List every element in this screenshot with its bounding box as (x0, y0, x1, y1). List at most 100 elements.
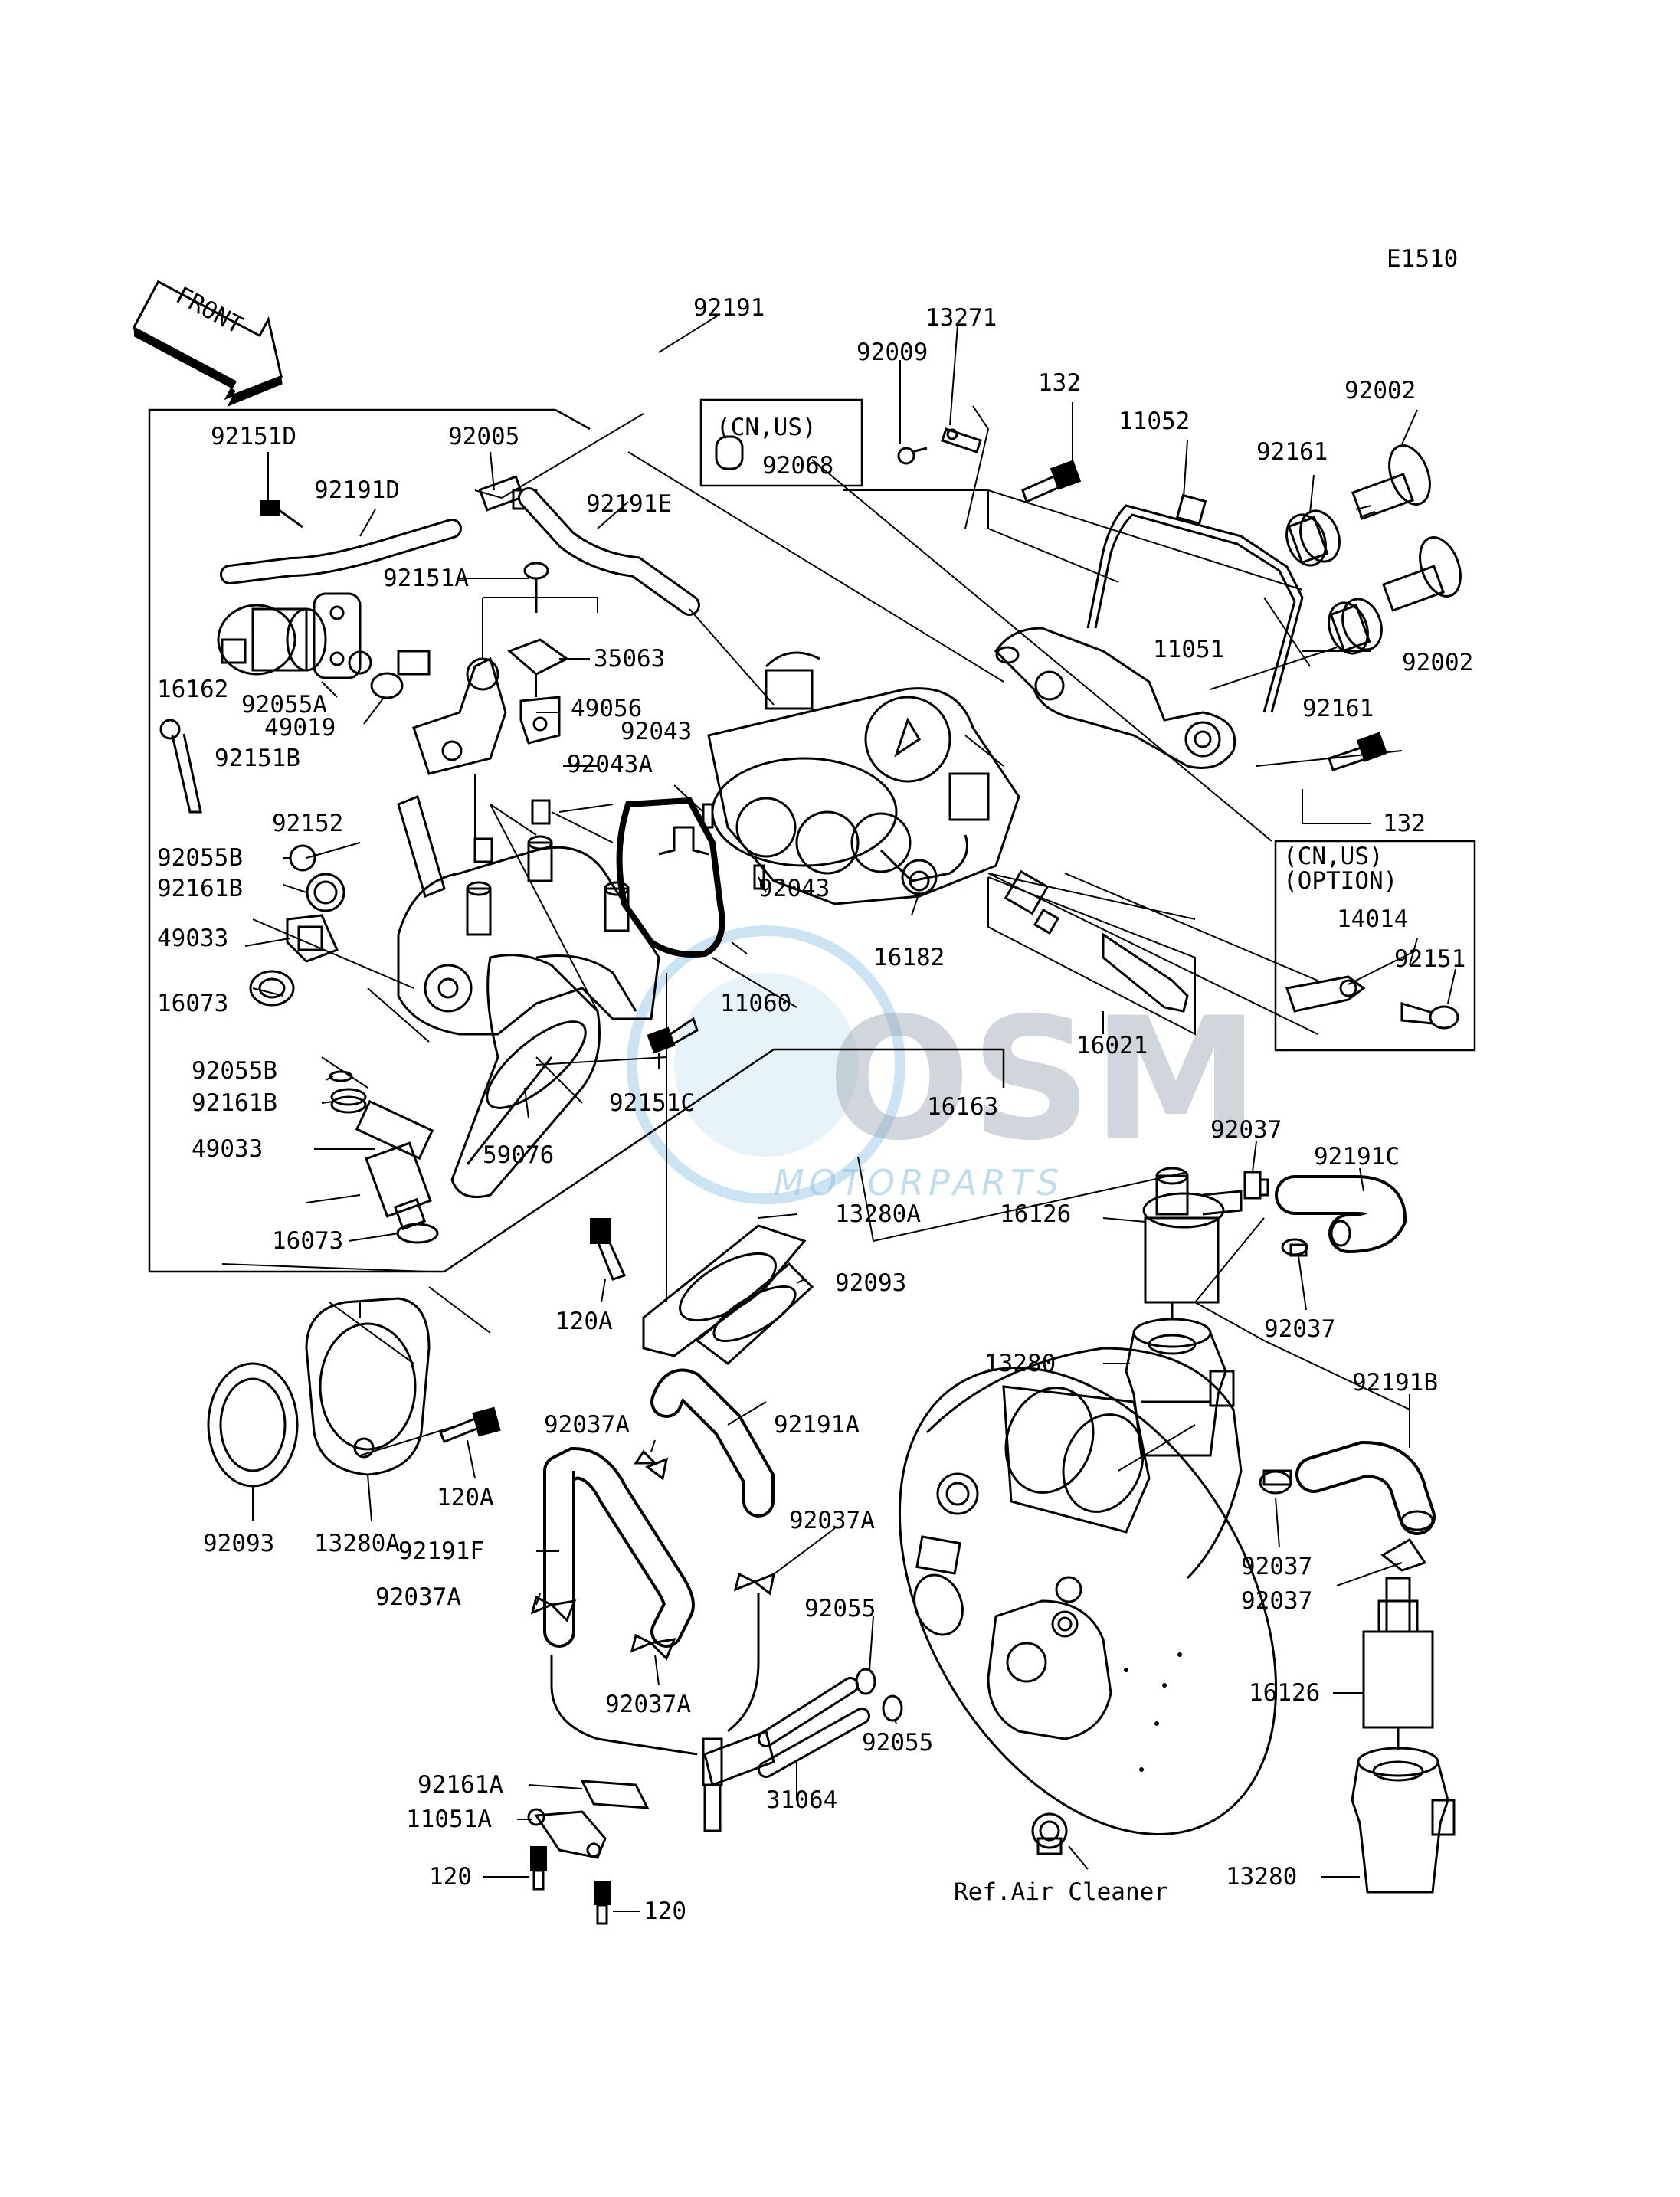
label-92055-a: 92055 (804, 1595, 876, 1622)
cap-49019 (370, 672, 404, 699)
label-92037-mid: 92037 (1264, 1315, 1335, 1343)
cap-92068 (715, 435, 744, 470)
collar-92161-top (1285, 509, 1341, 567)
screw-92151d (260, 500, 303, 529)
reference-label: Ref.Air Cleaner (954, 1878, 1168, 1906)
fuel-filter-16126-bottom (1362, 1577, 1434, 1750)
label-49019: 49019 (264, 714, 336, 742)
label-92151: 92151 (1394, 945, 1465, 973)
hose-92191d (220, 413, 644, 584)
bolt-120-a (530, 1846, 547, 1891)
note-option: (OPTION) (1283, 867, 1397, 895)
label-120a-left: 120A (437, 1484, 494, 1511)
flange-13280a-left (305, 1297, 460, 1476)
grommet-92161b-lower (330, 1088, 367, 1114)
gasket-92093-left (207, 1362, 299, 1488)
bracket-92161a (580, 1780, 650, 1809)
oring-92055-b (882, 1694, 903, 1722)
label-31064: 31064 (766, 1786, 837, 1814)
label-16162: 16162 (157, 676, 228, 703)
label-120-b: 120 (644, 1897, 686, 1925)
hose-92191a (650, 1368, 775, 1733)
label-92093-center: 92093 (835, 1269, 906, 1297)
clamp-92037a-1 (634, 1449, 669, 1481)
label-14014: 14014 (1337, 905, 1408, 933)
label-92009: 92009 (856, 339, 928, 366)
hose-92191c (1275, 1175, 1407, 1253)
fuel-joint (397, 650, 507, 775)
screw-92151b (159, 719, 202, 814)
label-92002-bottom: 92002 (1402, 649, 1473, 676)
oring-92055b-lower (329, 1070, 353, 1082)
flange-13280a-center (642, 1224, 807, 1357)
label-92037-lower: 92037 (1241, 1587, 1312, 1615)
holder-13280-top (1125, 1318, 1235, 1457)
hose-92191e (518, 487, 775, 706)
part-labels: 92191 13271 92009 (CN,US) 92068 132 1105… (157, 294, 1473, 1925)
seal-16073 (249, 970, 295, 1007)
hose-92191b (1295, 1440, 1436, 1535)
pipe-31064 (702, 1677, 870, 1832)
throttle-body (707, 651, 1020, 905)
oring-92055-a (855, 1668, 876, 1695)
hose-92191 (636, 291, 770, 421)
label-49056: 49056 (571, 695, 642, 722)
bolt-132-top (1021, 460, 1082, 504)
label-92037-right: 92037 (1241, 1553, 1312, 1580)
note-cn-us-option: (CN,US) (1283, 843, 1384, 870)
label-92161b: 92161B (157, 875, 243, 902)
label-120-a: 120 (429, 1863, 472, 1891)
label-16073-lower: 16073 (272, 1227, 343, 1255)
boot-59076 (450, 954, 601, 1198)
bolt-92002-top (1351, 444, 1431, 520)
label-92005: 92005 (448, 423, 519, 450)
bolt-92151c (647, 1017, 699, 1054)
note-box (699, 398, 863, 487)
label-92037a-3: 92037A (605, 1691, 691, 1718)
clamp-92037-right (1259, 1469, 1292, 1495)
label-92191d: 92191D (314, 476, 400, 504)
clamp-92037-lower (1380, 1538, 1427, 1572)
screw-92151 (1400, 1001, 1459, 1030)
label-13280-bottom: 13280 (1226, 1863, 1297, 1891)
label-92151d: 92151D (211, 423, 296, 450)
label-16021: 16021 (1076, 1032, 1148, 1059)
label-92191c: 92191C (1314, 1143, 1400, 1171)
bracket-49056 (519, 696, 561, 745)
label-92191f: 92191F (398, 1537, 484, 1565)
diagram-code: E1510 (1387, 245, 1458, 273)
tube-92152 (397, 794, 446, 899)
injector-49033-lower (355, 1099, 434, 1231)
pressure-regulator-16162 (217, 592, 362, 679)
label-13280-top: 13280 (984, 1350, 1056, 1377)
bracket-35063 (507, 638, 569, 676)
label-92037a-1: 92037A (544, 1411, 630, 1439)
label-92152: 92152 (272, 810, 343, 837)
pin-92043a (473, 799, 551, 863)
watermark-sub: MOTORPARTS (774, 1162, 1063, 1203)
gasket-11060 (616, 797, 725, 958)
bracket-14014 (1285, 975, 1366, 1013)
label-92161-top: 92161 (1256, 438, 1328, 466)
label-92043-a: 92043 (621, 718, 692, 745)
label-16126-bottom: 16126 (1249, 1679, 1320, 1707)
label-92151c: 92151C (609, 1089, 695, 1117)
grommet-92161b (306, 873, 345, 912)
label-132-bottom: 132 (1383, 810, 1426, 837)
clamp-13271 (941, 427, 982, 453)
label-13271: 13271 (925, 304, 997, 332)
note-cn-us-top: (CN,US) (716, 414, 817, 441)
rod-11052 (1086, 493, 1304, 713)
clamp-92037a-3 (630, 1633, 676, 1661)
bolt-132-bottom (1328, 732, 1388, 771)
bolt-120a-center (590, 1218, 627, 1281)
label-92037a-4: 92037A (789, 1507, 875, 1534)
intake-body (397, 835, 660, 1036)
oring-92055b (289, 844, 316, 872)
label-92037-top: 92037 (1210, 1116, 1282, 1144)
bracket-11051a (527, 1808, 607, 1859)
label-92068: 92068 (762, 452, 833, 480)
bolt-92002-bottom (1382, 536, 1462, 612)
label-92043-b: 92043 (758, 875, 830, 902)
